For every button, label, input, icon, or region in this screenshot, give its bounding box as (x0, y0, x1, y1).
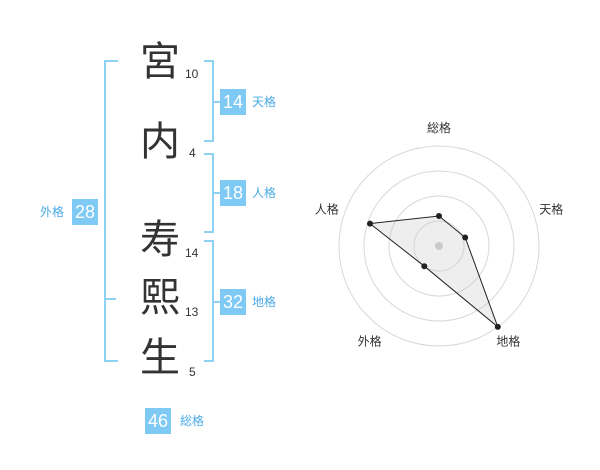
radar-point-2 (462, 234, 469, 241)
radar-ring-1 (413, 220, 465, 272)
soukaku-score: 46 (145, 408, 171, 434)
tenkaku-label: 天格 (252, 95, 277, 109)
radar-axis-label-5: 人格 (315, 202, 339, 217)
name-char-2: 内 (140, 119, 180, 165)
jinkaku-label: 人格 (252, 186, 277, 200)
radar-ring-3 (363, 170, 515, 322)
gaikaku-bracket (104, 60, 118, 362)
tenkaku-score: 14 (220, 89, 246, 115)
tenkaku-bracket-tick (212, 101, 220, 103)
name-char-4: 熙 (140, 275, 180, 321)
radar-axis-label-1: 総格 (427, 120, 451, 135)
jinkaku-score: 18 (220, 180, 246, 206)
name-char-1: 宮 (140, 39, 180, 85)
stroke-count-1: 10 (185, 67, 199, 81)
gaikaku-bracket-tick (106, 298, 116, 300)
radar-polygon (368, 215, 499, 329)
radar-point-4 (421, 263, 428, 270)
radar-point-5 (367, 220, 373, 227)
name-char-5: 生 (140, 335, 180, 381)
radar-ring-2 (388, 195, 490, 297)
radar-axis-label-2: 天格 (539, 202, 563, 217)
radar-axis-label-4: 外格 (358, 334, 382, 349)
stroke-count-4: 13 (185, 305, 199, 319)
chikaku-score: 32 (220, 289, 246, 315)
chikaku-bracket-tick (212, 301, 220, 303)
stroke-count-3: 14 (185, 246, 199, 260)
radar-center-dot (435, 242, 443, 250)
name-char-3: 寿 (140, 217, 180, 263)
stroke-count-2: 4 (189, 146, 196, 160)
soukaku-label: 総格 (180, 414, 205, 428)
gaikaku-score: 28 (72, 199, 98, 225)
stroke-count-5: 5 (189, 365, 196, 379)
radar-axis-label-3: 地格 (496, 334, 520, 349)
radar-point-1 (436, 213, 442, 219)
radar-point-3 (494, 323, 501, 330)
radar-ring-4 (338, 145, 540, 347)
chikaku-label: 地格 (252, 295, 277, 309)
gaikaku-label: 外格 (40, 205, 65, 219)
jinkaku-bracket-tick (212, 192, 220, 194)
